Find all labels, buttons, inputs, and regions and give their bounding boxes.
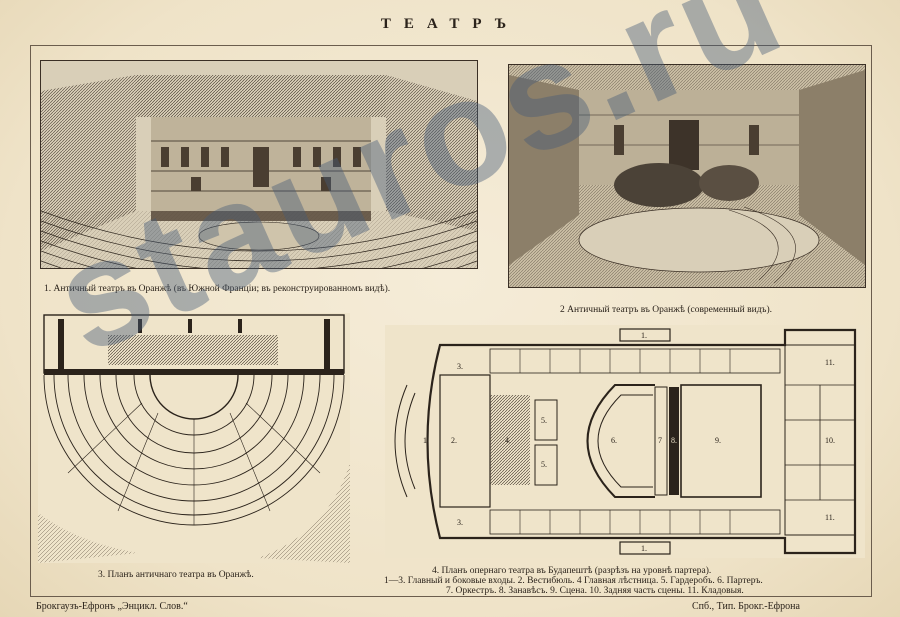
plan-label-10: 10.: [825, 436, 835, 445]
footer-printer: Спб., Тип. Брокг.-Ефрона: [692, 601, 800, 612]
page-title: ТЕАТРЪ: [380, 16, 520, 32]
plan-label-3-bottom: 3.: [457, 518, 463, 527]
figure-4-legend-line-1: 1—3. Главный и боковые входы. 2. Вестибю…: [384, 576, 763, 586]
plan-label-8: 8.: [671, 436, 677, 445]
plan-label-5-bottom: 5.: [541, 460, 547, 469]
plan-label-6: 6.: [611, 436, 617, 445]
plan-label-3-top: 3.: [457, 362, 463, 371]
plan-label-2: 2.: [451, 436, 457, 445]
figure-3-caption: 3. Планъ античнаго театра въ Оранжѣ.: [98, 570, 254, 580]
plan-label-5-top: 5.: [541, 416, 547, 425]
figure-3-antique-theatre-plan: [38, 313, 350, 563]
figure-4-budapest-opera-plan: 1. 1. 1. 2. 3. 3. 4. 5. 5. 6. 7 8. 9. 10…: [385, 325, 865, 558]
plan-label-4: 4.: [505, 436, 511, 445]
plan-label-1-top: 1.: [641, 331, 647, 340]
plan-label-1-bottom: 1.: [641, 544, 647, 553]
figure-4-legend-line-2: 7. Оркестръ. 8. Занавѣсъ. 9. Сцена. 10. …: [446, 586, 744, 596]
footer-publisher: Брокгаузъ-Ефронъ „Энцикл. Слов.“: [36, 601, 188, 612]
plan-label-11-top: 11.: [825, 358, 835, 367]
plan-label-9: 9.: [715, 436, 721, 445]
figure-2-caption: 2 Античный театръ въ Оранжѣ (современный…: [560, 305, 772, 315]
plan-label-1-front: 1.: [423, 436, 429, 445]
plate-frame: [30, 45, 872, 597]
figure-4-caption: 4. Планъ опернаго театра въ Будапештѣ (р…: [432, 566, 712, 576]
figure-1-caption: 1. Античный театръ въ Оранжѣ (въ Южной Ф…: [44, 284, 391, 294]
figure-2-modern-view-illustration: [508, 64, 866, 288]
plan-label-11-bottom: 11.: [825, 513, 835, 522]
figure-1-reconstruction-illustration: [40, 60, 478, 269]
plan-label-7: 7: [658, 436, 662, 445]
